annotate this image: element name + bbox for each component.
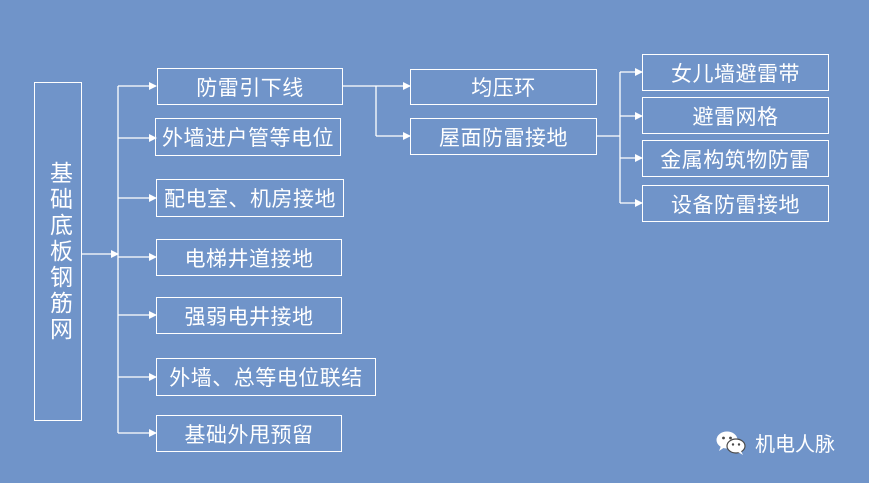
- watermark: 机电人脉: [715, 428, 835, 457]
- parapet-lightning-belt-box: 女儿墙避雷带: [642, 54, 829, 91]
- equalizing-ring-box: 均压环: [410, 69, 597, 105]
- root-box: 基础底板钢筋网: [34, 82, 82, 421]
- branch-downlead: 防雷引下线: [157, 68, 343, 105]
- equipment-grounding-box: 设备防雷接地: [642, 185, 829, 222]
- branch-elevator-shaft-grounding: 电梯井道接地: [156, 239, 342, 276]
- branch-main-bonding: 外墙、总等电位联结: [156, 358, 376, 396]
- metal-structure-protection-box: 金属构筑物防雷: [642, 140, 829, 177]
- lightning-mesh-box: 避雷网格: [642, 97, 829, 134]
- branch-exterior-wall-bonding: 外墙进户管等电位: [155, 118, 341, 156]
- wechat-icon: [716, 431, 746, 455]
- watermark-text: 机电人脉: [755, 432, 835, 456]
- branch-foundation-reserve: 基础外甩预留: [156, 415, 342, 452]
- roof-grounding-box: 屋面防雷接地: [410, 118, 597, 155]
- branch-electrical-shaft-grounding: 强弱电井接地: [156, 297, 342, 334]
- branch-switchroom-grounding: 配电室、机房接地: [156, 179, 344, 217]
